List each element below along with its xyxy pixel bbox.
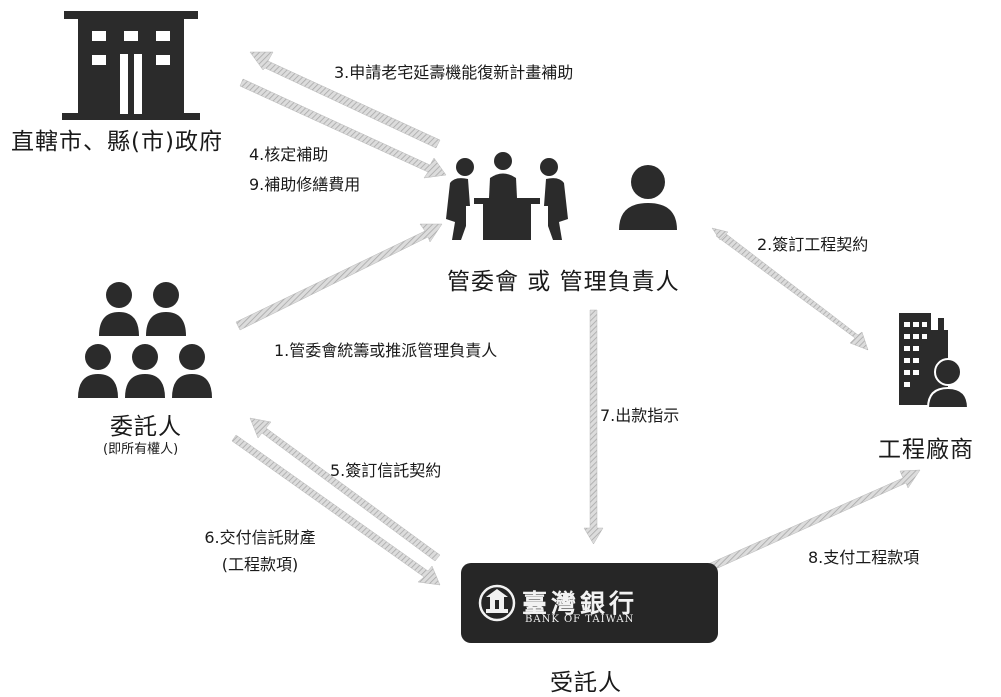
settlors-sublabel: (即所有權人) xyxy=(103,442,179,457)
arrow-step6 xyxy=(231,434,441,586)
bank-english-name: BANK OF TAIWAN xyxy=(525,614,635,625)
bank-of-taiwan-logo xyxy=(461,563,718,643)
step4-label: 4.核定補助 xyxy=(249,145,329,164)
step1-label: 1.管委會統籌或推派管理負責人 xyxy=(274,341,498,360)
arrow-step1 xyxy=(235,223,443,331)
step6-label-line2: (工程款項) xyxy=(221,555,299,574)
arrow-step7 xyxy=(583,309,604,545)
settlors-label: 委託人 xyxy=(110,414,182,440)
manager-icon xyxy=(619,165,677,230)
arrow-step3 xyxy=(249,51,441,149)
settlors-group-icon xyxy=(78,282,212,398)
committee-label: 管委會 或 管理負責人 xyxy=(447,269,680,295)
step9-label: 9.補助修繕費用 xyxy=(249,175,361,194)
contractor-label: 工程廠商 xyxy=(878,437,974,463)
arrow-step2 xyxy=(711,227,869,351)
bank-chinese-name: 臺灣銀行 xyxy=(522,589,639,618)
step3-label: 3.申請老宅延壽機能復新計畫補助 xyxy=(334,63,574,82)
arrow-step4-9 xyxy=(239,78,447,179)
meeting-icon xyxy=(446,152,568,240)
government-building-icon xyxy=(62,11,200,120)
trustee-label: 受託人 xyxy=(550,670,622,696)
step5-label: 5.簽訂信託契約 xyxy=(330,461,442,480)
arrow-step5 xyxy=(249,417,441,562)
step6-label-line1: 6.交付信託財產 xyxy=(204,528,316,547)
government-label: 直轄市、縣(市)政府 xyxy=(11,129,223,155)
step7-label: 7.出款指示 xyxy=(600,406,680,425)
arrow-step8 xyxy=(705,469,921,573)
step8-label: 8.支付工程款項 xyxy=(808,548,920,567)
contractor-building-icon xyxy=(899,313,970,409)
step2-label: 2.簽訂工程契約 xyxy=(757,235,869,254)
